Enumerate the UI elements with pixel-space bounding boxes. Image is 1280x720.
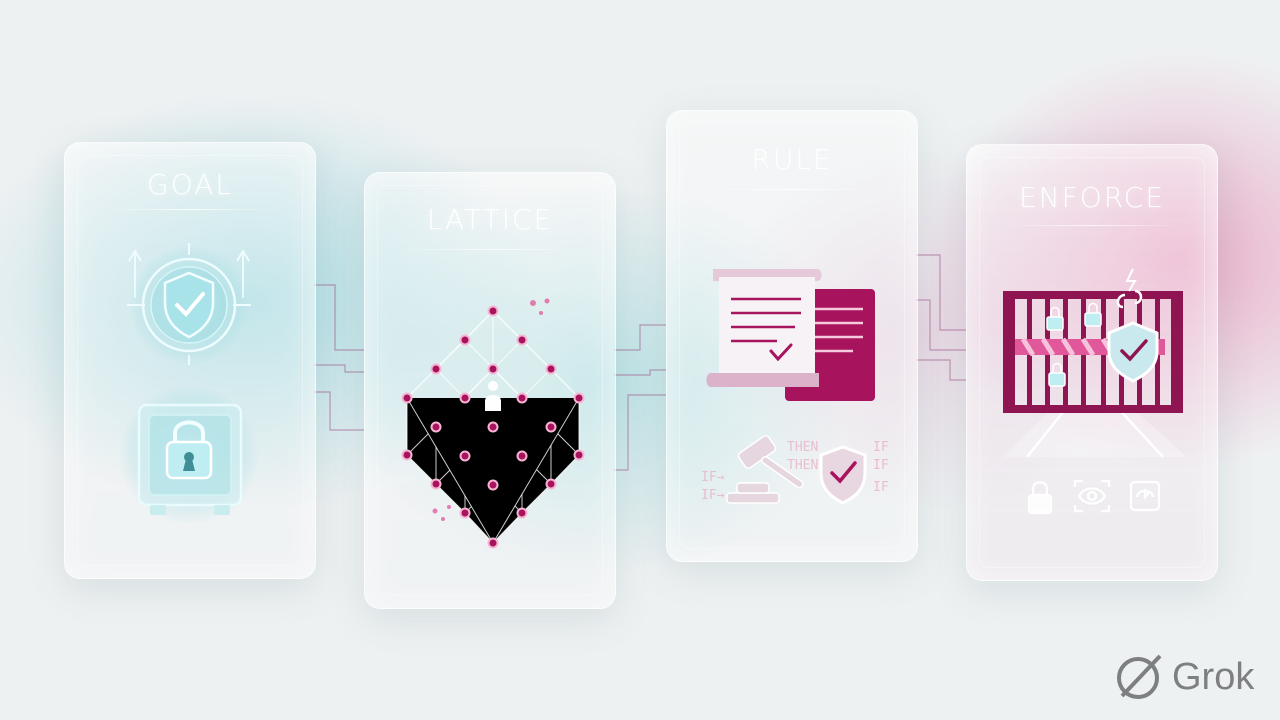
svg-text:IF→: IF→: [701, 488, 725, 503]
audit-log-icon: [1129, 480, 1161, 512]
svg-text:IF→: IF→: [701, 470, 725, 485]
card-inner-frame: [77, 155, 303, 566]
rule-illustration: IF→ IF→ THEN THEN IF IF IF: [701, 269, 889, 505]
gavel-icon: [726, 435, 804, 504]
svg-text:IF: IF: [873, 440, 889, 455]
broken-chain-icon: [1116, 268, 1143, 309]
card-inner-frame: [377, 185, 603, 596]
title-divider: [703, 189, 881, 190]
goal-card[interactable]: GOAL: [64, 142, 316, 579]
rule-title: RULE: [751, 143, 833, 176]
brand-name: Grok: [1172, 656, 1255, 698]
card-inner-frame: [979, 157, 1205, 568]
goal-title: GOAL: [147, 168, 233, 201]
shield-check-icon: [1107, 321, 1159, 383]
code-fragments: IF→ IF→ THEN THEN IF IF IF: [701, 440, 889, 503]
svg-text:IF: IF: [873, 458, 889, 473]
rule-card[interactable]: RULE IF→ IF→ THEN THEN IF IF IF: [666, 110, 918, 562]
grok-logo: [1117, 654, 1162, 699]
title-divider: [101, 209, 279, 210]
shield-check-icon: [819, 445, 867, 505]
lattice-network-icon: [401, 298, 585, 549]
title-divider: [401, 249, 579, 250]
lattice-title: LATTICE: [426, 203, 554, 236]
lattice-card[interactable]: LATTICE: [364, 172, 616, 609]
svg-text:THEN: THEN: [787, 440, 818, 455]
vault-lock-icon: [119, 385, 259, 525]
svg-text:IF: IF: [873, 480, 889, 495]
lock-icon: [1027, 481, 1053, 515]
eye-scan-icon: [1073, 479, 1111, 513]
lock-icon: [1046, 302, 1102, 387]
goal-illustration: [119, 243, 259, 525]
svg-text:THEN: THEN: [787, 458, 818, 473]
enforce-card[interactable]: ENFORCE: [966, 144, 1218, 581]
title-divider: [1003, 225, 1181, 226]
scroll-document-icon: [706, 269, 822, 387]
card-inner-frame: [679, 123, 905, 549]
shield-check-icon: [127, 243, 251, 365]
enforce-title: ENFORCE: [1018, 181, 1166, 214]
enforce-illustration: [1003, 268, 1187, 515]
person-node-icon: [485, 381, 501, 411]
